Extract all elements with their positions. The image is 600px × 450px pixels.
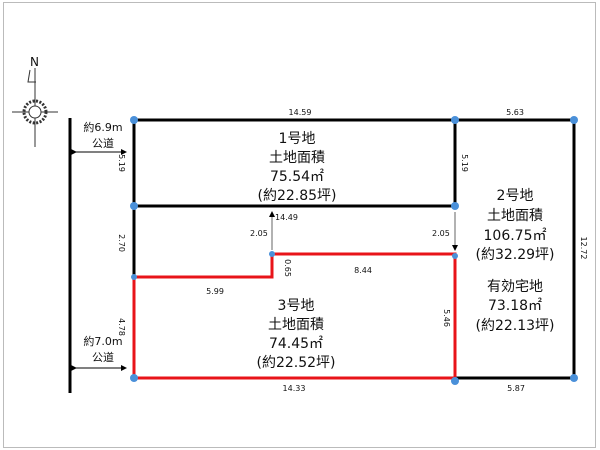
plot2-effective-label: 有効宅地 [487,279,543,295]
dim-top-left: 14.59 [289,108,312,117]
plot1-label: 1号地 土地面積 75.54㎡ (約22.85坪) [257,131,336,204]
dim-left-2: 2.70 [117,234,126,252]
plot3-tsubo: (約22.52坪) [256,355,335,371]
plot2-name: 2号地 [497,188,534,204]
dim-passage-width-left: 2.05 [250,229,268,238]
image-frame [3,2,596,448]
dim-passage-length: 14.49 [275,213,298,222]
north-label: N [30,55,39,69]
dim-bottom-right: 5.87 [507,384,525,393]
plot2-tsubo: (約32.29坪) [475,247,554,263]
dim-bottom-left: 14.33 [283,384,306,393]
dim-top-right: 5.63 [506,108,524,117]
dim-mid-right-1: 5.19 [460,154,469,172]
compass-icon: N [12,55,58,147]
road-width-top: 約6.9m [83,120,122,134]
plot2-area: 106.75㎡ [484,228,547,244]
dim-plot3-right: 5.46 [442,309,451,327]
plot3-area: 74.45㎡ [269,336,323,352]
plot1-name: 1号地 [279,131,316,147]
dim-left-3: 4.78 [117,318,126,336]
plot3-name: 3号地 [278,298,315,314]
dim-plot3-top: 8.44 [354,266,372,275]
road-label-top: 公道 [92,136,114,150]
road-width-bottom: 約7.0m [83,334,122,348]
dim-step: 0.65 [283,259,292,277]
plot2-effective-area: 73.18㎡ [488,298,542,314]
dim-plot3-left-top: 5.99 [206,287,224,296]
plot2-label: 2号地 土地面積 106.75㎡ (約32.29坪) 有効宅地 73.18㎡ (… [475,188,554,334]
plot3-label: 3号地 土地面積 74.45㎡ (約22.52坪) [256,298,335,371]
plot3-area-label: 土地面積 [268,317,324,333]
dim-right: 12.72 [579,237,588,260]
plot1-area: 75.54㎡ [270,169,324,185]
corner-markers [130,116,578,385]
road-label-bottom: 公道 [92,350,114,364]
plot1-area-label: 土地面積 [269,150,325,166]
plot1-tsubo: (約22.85坪) [257,188,336,204]
dim-passage-width-right: 2.05 [432,229,450,238]
plot2-effective-tsubo: (約22.13坪) [475,318,554,334]
dim-left-1: 5.19 [117,154,126,172]
plot2-area-label: 土地面積 [487,208,543,224]
